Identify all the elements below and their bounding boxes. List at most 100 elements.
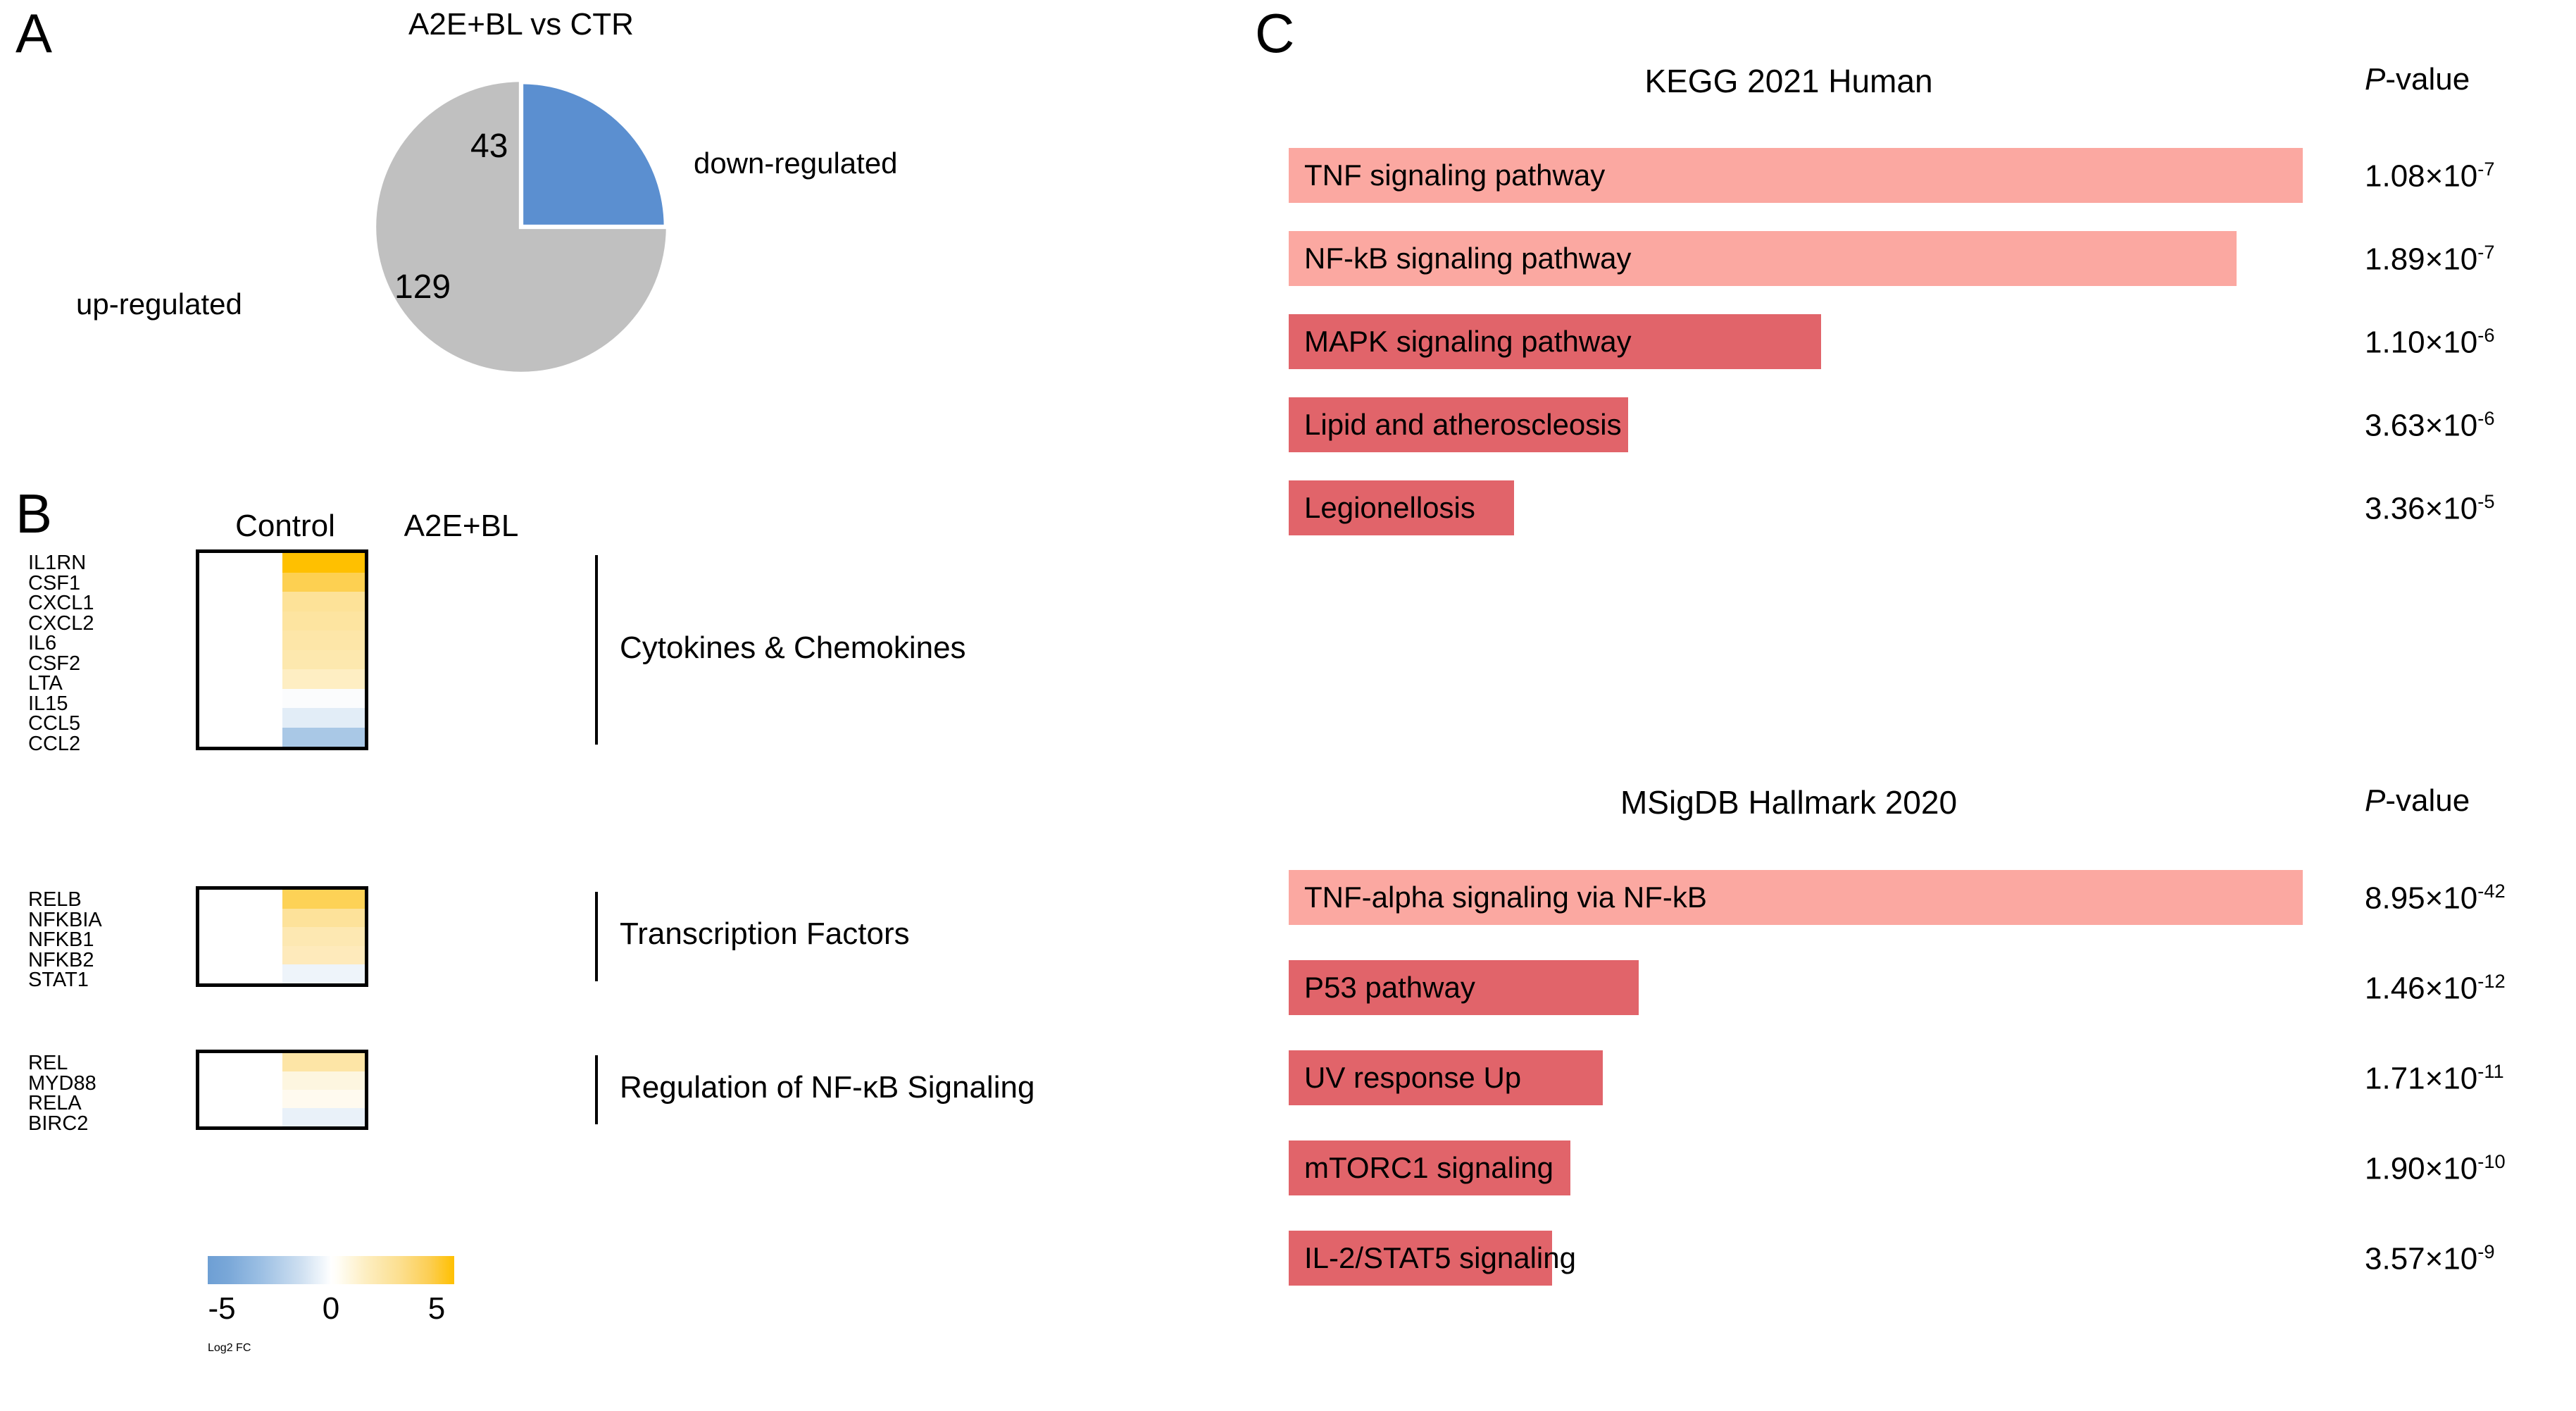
section-title: KEGG 2021 Human [1644,63,1933,99]
heatmap-col-header-control: Control [235,509,335,543]
colorbar-tick-min: -5 [208,1291,236,1326]
panel-a-letter: A [15,2,53,64]
gene-label: CSF1 [28,571,81,595]
heatmap-block [196,1050,368,1130]
heatmap-cell [282,630,365,650]
heatmap-column-control [199,890,282,983]
pathway-bar [1289,960,1639,1015]
pathway-bar-row[interactable]: Lipid and atheroscleosis [1289,397,2303,452]
pathway-bar-row[interactable]: NF-kB signaling pathway [1289,231,2303,286]
pathway-bar-row[interactable]: IL-2/STAT5 signaling [1289,1231,2303,1286]
pathway-label: Legionellosis [1304,491,1475,524]
heatmap-cell [282,945,365,964]
pathway-bar [1289,1231,1553,1286]
pathway-bar [1289,148,2303,203]
gene-label: NFKB2 [28,948,94,971]
pathway-bar-row[interactable]: UV response Up [1289,1050,2303,1105]
heatmap-cell [199,649,282,669]
heatmap-block [196,549,368,750]
pathway-label: TNF signaling pathway [1304,158,1606,192]
pathway-label: P53 pathway [1304,971,1475,1004]
pathway-pvalue: 1.89×10-7 [2365,241,2495,277]
category-label: Regulation of NF-κB Signaling [620,1070,1035,1105]
category-label: Cytokines & Chemokines [620,630,966,665]
heatmap-col-header-treated: A2E+BL [404,509,519,543]
panel-c-letter: C [1255,2,1295,64]
heatmap-block [196,886,368,987]
heatmap-cell [199,908,282,927]
pathway-pvalue: 1.46×10-12 [2365,970,2506,1006]
heatmap-column-treated [282,553,365,747]
heatmap-cell [199,688,282,708]
heatmap-cell [282,727,365,747]
heatmap-cell [282,1071,365,1090]
gene-label: CXCL1 [28,592,94,614]
heatmap-cell [282,669,365,689]
pathway-label: NF-kB signaling pathway [1304,242,1632,275]
gene-label: MYD88 [28,1071,96,1095]
heatmap-cell [199,964,282,983]
pathway-label: mTORC1 signaling [1304,1151,1554,1184]
heatmap-cell [199,611,282,630]
pathway-bar [1289,1140,1571,1195]
heatmap-cell [282,1108,365,1126]
pathway-bar-row[interactable]: P53 pathway [1289,960,2303,1015]
gene-label: RELA [28,1092,82,1114]
pathway-bar [1289,314,1821,369]
gene-label: CCL5 [28,712,81,735]
heatmap-cell [199,1071,282,1090]
pathway-label: Lipid and atheroscleosis [1304,408,1622,441]
pathway-pvalue: 3.63×10-6 [2365,407,2495,443]
gene-label: STAT1 [28,969,89,991]
colorbar-tick-mid: 0 [322,1291,340,1326]
heatmap-column-treated [282,890,365,983]
gene-label: CCL2 [28,732,81,755]
heatmap-cell [282,688,365,708]
pie-value-up: 129 [394,268,451,306]
pathway-pvalue: 1.90×10-10 [2365,1150,2506,1186]
pathway-bar-row[interactable]: TNF-alpha signaling via NF-kB [1289,870,2303,925]
heatmap-cell [282,592,365,611]
colorbar-tick-max: 5 [427,1291,446,1326]
pathway-bar [1289,870,2303,925]
category-brace [595,555,598,745]
pvalue-header: P-value [2365,62,2470,97]
heatmap-cell [282,890,365,909]
category-label: Transcription Factors [620,916,910,952]
heatmap-cell [199,1090,282,1108]
heatmap-cell [282,611,365,630]
gene-label: NFKBIA [28,908,102,931]
pathway-label: MAPK signaling pathway [1304,325,1632,358]
category-brace [595,892,598,981]
pathway-bar [1289,397,1629,452]
pathway-bar [1289,231,2237,286]
gene-label: REL [28,1052,68,1074]
pathway-bar-row[interactable]: Legionellosis [1289,480,2303,535]
heatmap-cell [199,669,282,689]
pathway-pvalue: 3.36×10-5 [2365,490,2495,526]
colorbar-label: Log2 FC [208,1342,251,1354]
pathway-pvalue: 1.10×10-6 [2365,324,2495,360]
pathway-bar-row[interactable]: TNF signaling pathway [1289,148,2303,203]
gene-label: NFKB1 [28,928,94,951]
gene-label: LTA [28,672,63,695]
heatmap-cell [282,927,365,946]
colorbar-ticks: -5 0 5 [208,1291,454,1334]
pathway-bar-row[interactable]: mTORC1 signaling [1289,1140,2303,1195]
heatmap-cell [199,727,282,747]
heatmap-cell [199,1053,282,1071]
pathway-bar-row[interactable]: MAPK signaling pathway [1289,314,2303,369]
gene-label: IL1RN [28,552,87,574]
pathway-bar [1289,480,1514,535]
heatmap-cell [282,649,365,669]
heatmap-column-control [199,553,282,747]
gene-label: IL6 [28,632,57,654]
heatmap-column-control [199,1053,282,1126]
pie-svg [376,80,668,372]
pathway-label: IL-2/STAT5 signaling [1304,1241,1576,1274]
heatmap-cell [199,890,282,909]
heatmap-cell [199,927,282,946]
